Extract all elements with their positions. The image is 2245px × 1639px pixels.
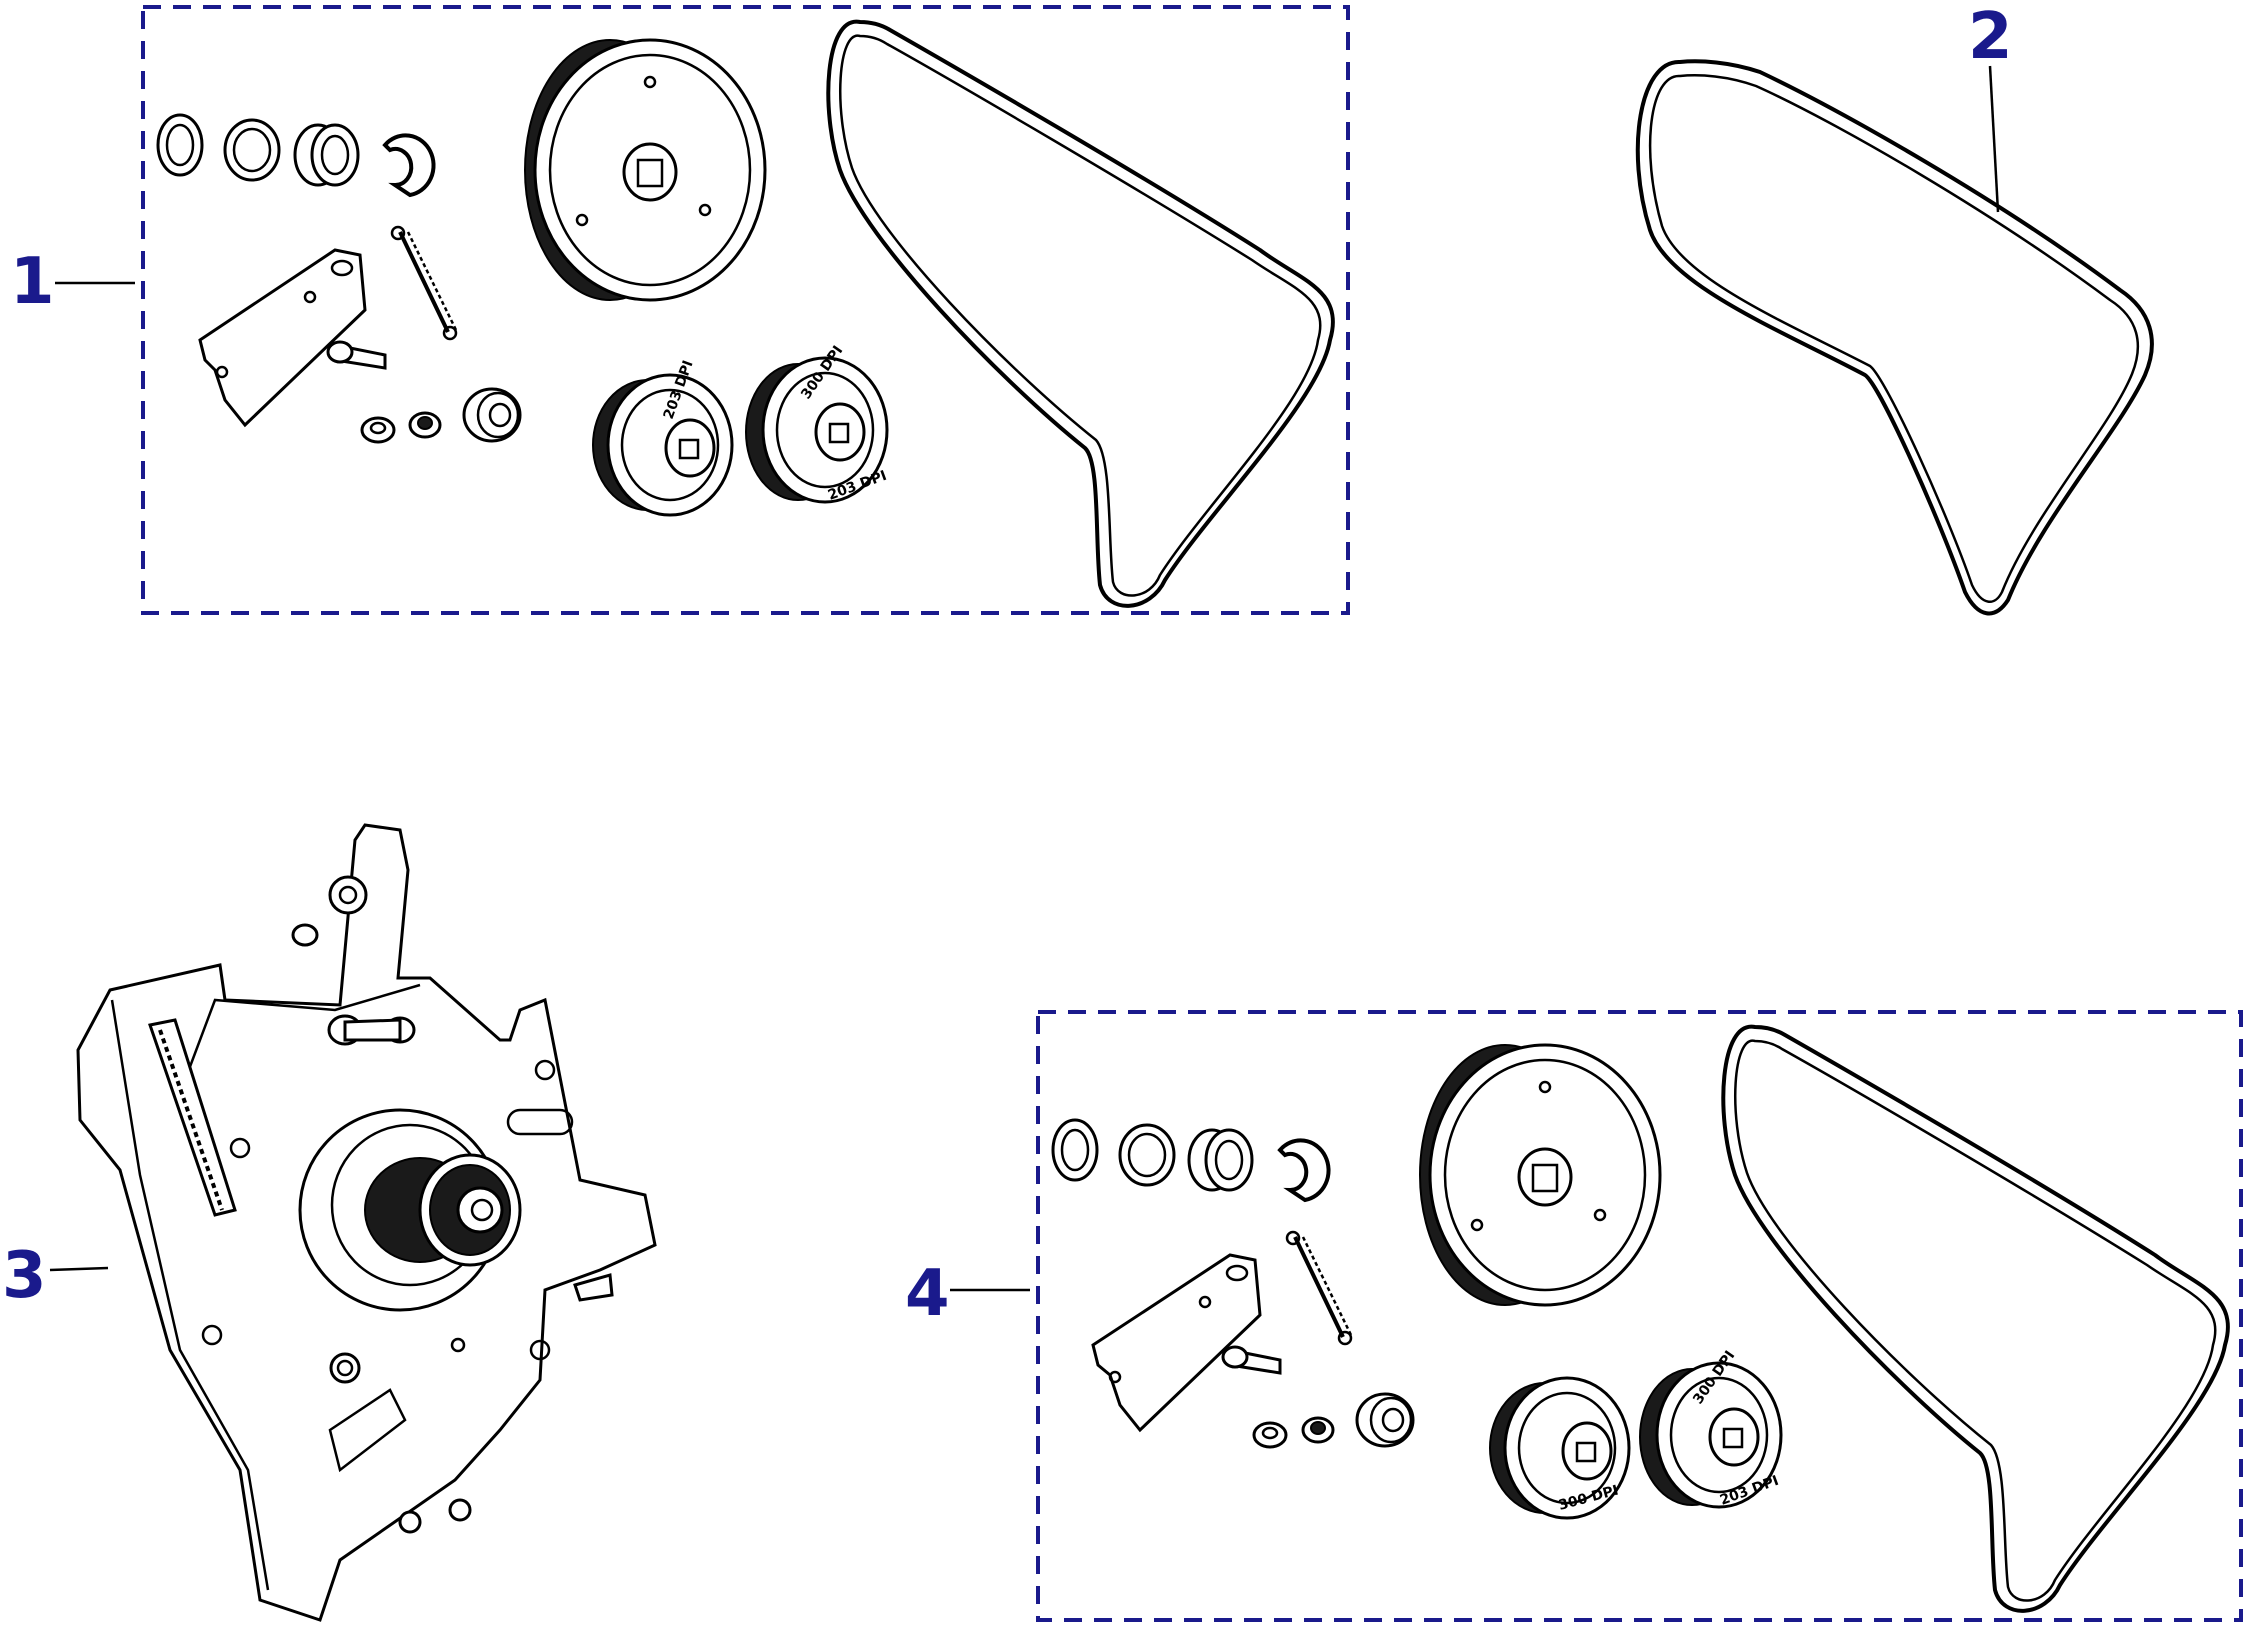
- kit-1-group: 203 DPI 300 DPI 203 DPI: [141, 5, 1350, 615]
- callout-2: 2: [1968, 0, 2013, 213]
- kit-4-group: 300 DPI 300 DPI 203 DPI: [1036, 1010, 2243, 1622]
- kit-4-frame: [1036, 1010, 2243, 1622]
- kit-1-spring: [390, 225, 458, 341]
- kit-1-small-pulley-b: 300 DPI 203 DPI: [745, 343, 889, 504]
- callout-4-label: 4: [905, 1257, 950, 1331]
- kit-1-bracket: [198, 248, 387, 428]
- part-2-belt: [1635, 59, 2154, 616]
- kit-4-large-pulley: [1419, 1043, 1662, 1307]
- kit-1-belt: [826, 19, 1335, 608]
- callout-1: 1: [10, 245, 135, 319]
- callout-2-label: 2: [1968, 0, 2013, 74]
- kit-1-large-pulley: [524, 38, 767, 302]
- kit-1-small-pulley-a: 203 DPI: [592, 358, 734, 517]
- kit-4-small-pulley-b: 300 DPI 203 DPI: [1639, 1348, 1783, 1509]
- callout-4: 4: [905, 1257, 1030, 1331]
- kit-4-fasteners: [1252, 1392, 1415, 1449]
- kit-4-belt: [1721, 1024, 2230, 1613]
- kit-4-small-pulley-a: 300 DPI: [1489, 1376, 1631, 1520]
- part-3-side-plate: [76, 823, 657, 1622]
- kit-4-washers: [1051, 1118, 1331, 1203]
- kit-1-washers: [156, 113, 436, 198]
- callout-3: 3: [2, 1239, 109, 1313]
- kit-4-spring: [1285, 1230, 1353, 1346]
- kit-1-frame: [141, 5, 1350, 615]
- kit-4-bracket: [1091, 1253, 1282, 1433]
- kit-1-fasteners: [360, 387, 522, 444]
- callout-1-label: 1: [10, 245, 55, 319]
- callout-3-label: 3: [2, 1239, 47, 1313]
